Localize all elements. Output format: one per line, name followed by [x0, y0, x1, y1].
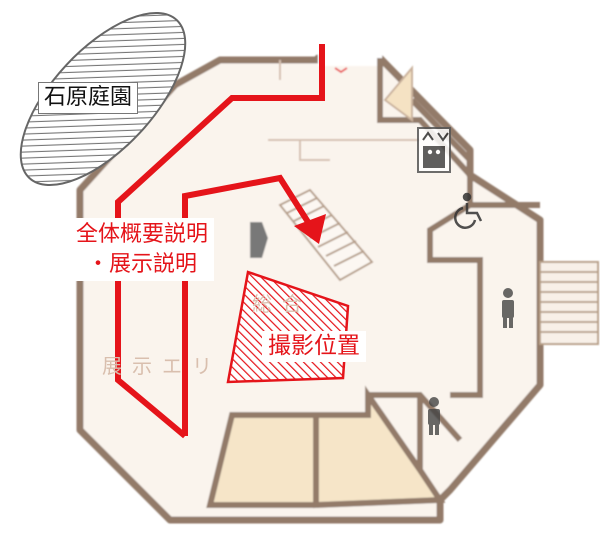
garden-label: 石原庭園 [38, 82, 139, 115]
elevator-icon [417, 127, 451, 173]
faint-general-label: 総合 [252, 292, 312, 316]
visitor-route [115, 44, 325, 439]
route-arrow-icon [294, 214, 326, 244]
overview-label: 全体概要説明 ・展示説明 [70, 218, 215, 282]
overview-label-line2: ・展示説明 [87, 251, 198, 277]
wheelchair-icon [454, 192, 483, 229]
bottom-rooms [206, 385, 446, 509]
outside-stairs [539, 261, 599, 345]
overview-label-line1: 全体概要説明 [76, 222, 209, 247]
restroom-icon [502, 288, 514, 328]
photo-position-label: 撮影位置 [262, 331, 366, 363]
person-icon [428, 397, 440, 435]
faint-exhibit-area-label: 展示エリ [102, 354, 222, 378]
